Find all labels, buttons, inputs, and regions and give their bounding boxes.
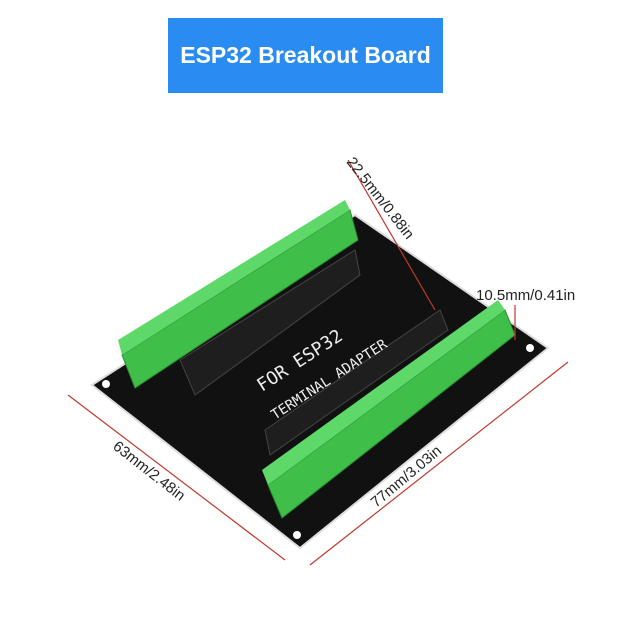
dim-line-length — [309, 361, 569, 566]
terminal-block-left-top — [118, 200, 350, 355]
mounting-hole — [102, 380, 110, 388]
header-right — [264, 309, 449, 456]
dim-line-header — [347, 159, 436, 311]
title-banner: ESP32 Breakout Board — [168, 18, 443, 93]
dim-label-terminal-height: 10.5mm/0.41in — [476, 287, 575, 304]
header-left — [179, 249, 361, 396]
dim-line-width — [67, 394, 286, 561]
terminal-block-right-top — [262, 300, 505, 485]
mounting-hole — [293, 531, 301, 539]
banner-title: ESP32 Breakout Board — [180, 42, 431, 68]
terminal-block-left — [121, 209, 359, 389]
mounting-hole — [526, 344, 534, 352]
